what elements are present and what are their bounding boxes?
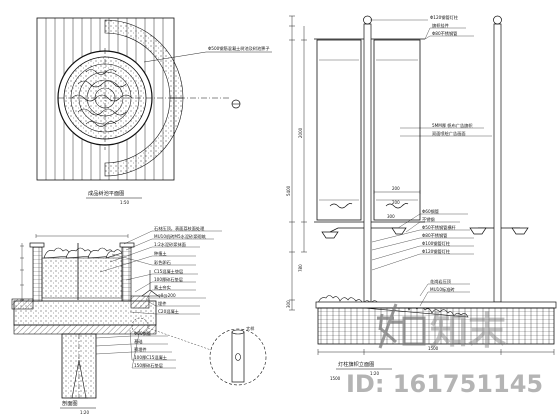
elevation-view: 5400 2000 780 300 2	[286, 14, 557, 381]
elev-lower-label-1: 不锈钢	[422, 216, 435, 223]
section-wall-left	[32, 245, 43, 302]
elev-lower-label-0: Φ60钢管	[422, 208, 439, 215]
elev-lower-label-5: Φ120钢管灯柱	[422, 248, 451, 255]
section-label-15: 150厚碎石垫层	[134, 362, 163, 369]
elevation-scale: 1:20	[370, 371, 379, 376]
section-anchor-bars	[70, 359, 88, 399]
elevation-bottom-dim-text: 1500	[428, 346, 439, 351]
right-pole-finial	[493, 15, 502, 25]
section-label-2: 1:2水泥砂浆抹面	[154, 241, 186, 248]
lamp-heads	[321, 227, 529, 239]
elevation-dim-base: 300	[286, 300, 291, 308]
section-leaders	[95, 230, 222, 369]
plan-title: 成品树池平面图	[88, 189, 124, 197]
elev-base-label-1: MU10标准砖	[430, 286, 455, 293]
banner-rods	[314, 38, 425, 223]
section-label-11: Φ50钢管	[134, 330, 151, 337]
section-soil	[41, 257, 123, 299]
flag-mark-0: 200	[392, 186, 400, 191]
watermark-logo-mark	[377, 303, 426, 349]
detail-bubble: 大样	[131, 317, 267, 386]
section-label-6: 100厚碎石垫层	[154, 276, 183, 283]
section-dims	[20, 234, 129, 301]
planter-coping	[315, 301, 557, 309]
section-label-8: φ8@200	[158, 293, 176, 298]
elevation-height-dim-chain	[289, 15, 307, 311]
section-coping-right	[119, 242, 135, 248]
detail-label: 大样	[246, 325, 254, 332]
elevation-leaders	[370, 19, 492, 307]
elev-lower-label-3: Φ80不锈钢管	[422, 232, 447, 239]
section-label-14: 100厚C15混凝土	[134, 354, 167, 361]
elev-lower-label-4: Φ100钢管灯柱	[422, 240, 451, 247]
elevation-dim-total: 5400	[286, 185, 291, 196]
elev-top-label-0: Φ120钢管灯柱	[430, 14, 459, 21]
section-wall-right	[121, 245, 132, 302]
elev-base-label-0: 花岗岩压顶	[430, 278, 452, 285]
banner-sheen	[319, 59, 418, 201]
elevation-dim-arm: 780	[298, 264, 303, 272]
section-label-3: 种植土	[154, 250, 167, 257]
section-title: 剖面图	[62, 399, 78, 407]
banner-logos	[329, 202, 409, 209]
flag-mark-1: 200	[392, 200, 400, 205]
left-banner	[316, 39, 362, 221]
plan-view: Φ500钢筋混凝土树池及树池箅子 成品树池平面图 1:50	[36, 17, 272, 205]
right-banner	[373, 39, 421, 221]
watermark-id: ID: 161751145	[346, 370, 543, 398]
watermark-logo-text: 知末	[430, 309, 506, 353]
elev-mid-label-1: 双面喷绘广告画面	[432, 130, 466, 137]
section-label-10: C20混凝土	[158, 308, 179, 315]
elevation-dim-flag: 2000	[298, 127, 303, 138]
plan-callout-text: Φ500钢筋混凝土树池及树池箅子	[208, 45, 270, 52]
banner-width-marks	[373, 190, 421, 194]
section-scale: 1:20	[80, 410, 89, 415]
section-coping-left	[29, 242, 45, 248]
section-label-9: 埋件	[158, 300, 166, 307]
section-label-4: 彩色卵石	[154, 259, 171, 266]
section-label-0: 石材压顶，表面荔枝面处理	[154, 225, 205, 232]
elev-mid-label-0: 5MM厚 帆布广告旗帜	[432, 122, 473, 129]
plan-callout-leader	[143, 51, 207, 63]
elev-top-label-1: 旗帜挂件	[432, 22, 449, 29]
section-label-1: MU10机砖M5水泥砂浆砌筑	[154, 233, 207, 240]
section-label-7: 素土夯实	[154, 284, 171, 291]
watermark: 知末 ID: 161751145	[346, 303, 543, 398]
section-label-13: 预埋件	[134, 346, 147, 353]
planter-body	[317, 307, 555, 345]
section-view: 石材压顶，表面荔枝面处理 MU10机砖M5水泥砂浆砌筑 1:2水泥砂浆抹面 种植…	[11, 225, 267, 415]
section-shrubs	[43, 247, 123, 259]
section-label-5: C15混凝土垫层	[154, 268, 183, 275]
section-label-12: 基础	[134, 338, 142, 345]
elev-top-label-2: Φ80不锈钢管	[432, 30, 457, 37]
plan-scale: 1:50	[120, 200, 129, 205]
elevation-title: 灯柱旗帜立面图	[338, 360, 374, 368]
section-edge-block	[130, 295, 150, 309]
elev-width-dim-1: 1500	[330, 376, 341, 381]
elevation-bottom-dim	[317, 349, 555, 355]
elev-lower-label-2: Φ50不锈钢管横杆	[422, 224, 457, 231]
plan-stone-ring-lower	[104, 97, 184, 177]
elev-width-dim-0: 300	[387, 214, 395, 219]
